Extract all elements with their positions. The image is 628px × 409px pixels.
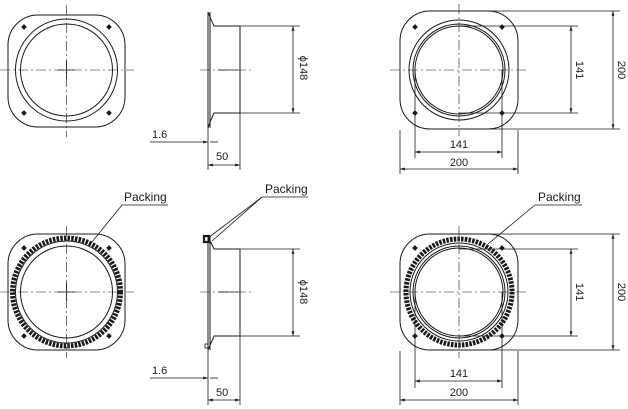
outer-h-label-top: 200 — [450, 157, 468, 169]
front-view-dims-top — [390, 4, 620, 174]
depth-label-bottom: 50 — [216, 387, 228, 399]
outer-v-label-top: 200 — [615, 61, 627, 79]
outer-h-label-bottom: 200 — [450, 387, 468, 399]
inner-h-label-top: 141 — [450, 139, 468, 151]
thickness-label-bottom: 1.6 — [152, 365, 167, 377]
thickness-label-top: 1.6 — [152, 129, 167, 141]
inner-v-label-top: 141 — [573, 61, 585, 79]
front-view-bottom — [0, 204, 168, 358]
depth-label-top: 50 — [216, 151, 228, 163]
diameter-label-bottom: ϕ148 — [297, 280, 309, 305]
inner-h-label-bottom: 141 — [450, 368, 468, 380]
outer-v-label-bottom: 200 — [615, 283, 627, 301]
diameter-label-top: ϕ148 — [297, 56, 309, 81]
side-view-bottom — [150, 196, 308, 405]
front-view-top — [0, 5, 134, 137]
packing-label-right: Packing — [538, 190, 581, 204]
inner-v-label-bottom: 141 — [573, 283, 585, 301]
front-view-dims-bottom — [390, 204, 620, 405]
packing-label-left: Packing — [124, 190, 167, 204]
packing-label-middle: Packing — [265, 182, 308, 196]
side-view-top — [150, 11, 300, 170]
